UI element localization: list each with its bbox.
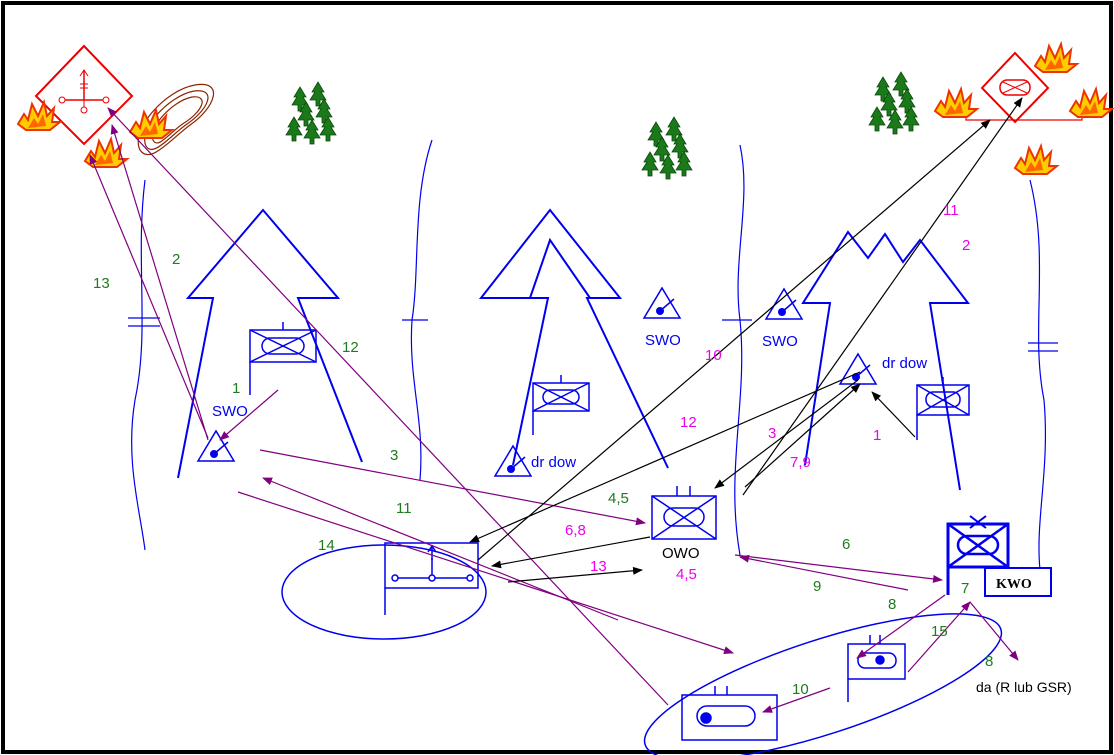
black-arrows: [469, 97, 1023, 583]
magenta-step-numbers: 11 2 10 12 3 7,9 1 6,8 13 4,5: [565, 202, 970, 583]
unit-symbol-icon: [249, 322, 317, 395]
step-number: 12: [342, 339, 359, 356]
step-number: 13: [93, 275, 110, 292]
kwo-label: KWO: [996, 577, 1032, 592]
step-number: 15: [931, 623, 948, 640]
step-number: 1: [873, 427, 881, 444]
step-number: 10: [792, 681, 809, 698]
step-number: 11: [943, 202, 959, 219]
step-number: 3: [390, 447, 398, 464]
step-number: 6: [842, 536, 850, 553]
purple-arrows: [89, 107, 1019, 713]
kwo-unit-icon: [946, 515, 1052, 597]
boundary-lines: [128, 139, 1058, 571]
dr-dow-label: dr dow: [531, 454, 576, 471]
target-diamond-icon: [34, 44, 134, 146]
step-number: 3: [768, 425, 776, 442]
step-number: 4,5: [676, 566, 697, 583]
step-number: 1: [232, 380, 240, 397]
step-number: 8: [985, 653, 993, 670]
step-number: 4,5: [608, 490, 629, 507]
swo-label: SWO: [762, 333, 798, 350]
recon-group-icon: [643, 613, 1003, 755]
step-number: 14: [318, 537, 335, 554]
step-number: 10: [705, 347, 722, 364]
dr-dow-label: dr dow: [882, 355, 927, 372]
axis-arrow-icon: [801, 230, 971, 491]
step-number: 12: [680, 414, 697, 431]
owo-unit-icon: [651, 486, 717, 540]
axis-arrow-icon: [177, 208, 363, 479]
artillery-unit-icon: [281, 542, 487, 640]
da-label: da (R lub GSR): [976, 679, 1072, 695]
step-number: 8: [888, 596, 896, 613]
step-number: 7: [961, 580, 969, 597]
step-number: 13: [590, 558, 607, 575]
step-number: 9: [813, 578, 821, 595]
owo-label: OWO: [662, 545, 700, 562]
green-step-numbers: 13 2 12 1 3 11 14 4,5 6 9 7 8 15 8 10: [93, 251, 993, 698]
swo-label: SWO: [212, 403, 248, 420]
axis-arrow-icon: [478, 208, 669, 469]
unit-symbol-icon: [532, 375, 590, 435]
step-number: 11: [396, 500, 412, 517]
step-number: 2: [172, 251, 180, 268]
unit-symbol-icon: [916, 377, 970, 440]
step-number: 6,8: [565, 522, 586, 539]
step-number: 7,9: [790, 454, 811, 471]
step-number: 2: [962, 237, 970, 254]
swo-label: SWO: [645, 332, 681, 349]
unit-labels: SWO SWO SWO dr dow dr dow OWO KWO da (R …: [212, 332, 1072, 695]
